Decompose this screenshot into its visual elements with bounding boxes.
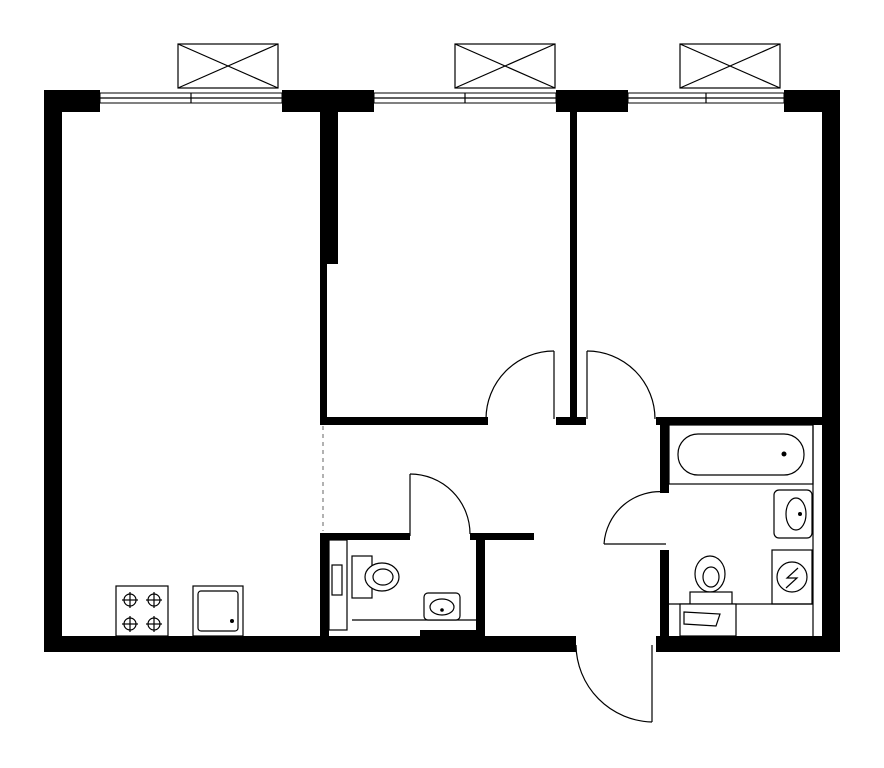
toilet-flush-panel <box>331 564 343 596</box>
burner-3 <box>122 616 138 632</box>
burner-4 <box>146 616 162 632</box>
washing-machine <box>771 549 813 605</box>
wall-toilet-bottom <box>420 630 484 638</box>
wall-living-bedroom1-upper <box>320 112 338 264</box>
air-conditioner-1 <box>177 43 279 89</box>
wall-bathroom-top <box>656 417 840 425</box>
wall-left <box>44 90 62 652</box>
wall-bottom-a <box>44 636 576 652</box>
wall-bedrooms <box>570 112 577 424</box>
stove <box>115 585 169 637</box>
toilet <box>689 555 733 605</box>
wall-top-c <box>556 90 628 112</box>
wall-toilet-top-right <box>470 533 534 540</box>
door-bathroom <box>603 491 667 545</box>
toilet-tank-bath <box>689 591 733 605</box>
air-conditioner-3 <box>679 43 781 89</box>
toilet-room-fixtures <box>328 539 476 631</box>
window-1 <box>99 92 283 104</box>
toilet-bowl-small <box>364 562 400 592</box>
wall-living-bedroom1-lower <box>320 264 327 424</box>
burner-1 <box>122 592 138 608</box>
door-entrance <box>575 644 653 723</box>
wall-bedroom1-jamb <box>556 417 576 425</box>
kitchen-sink <box>192 585 244 637</box>
interior-walls <box>320 112 840 652</box>
bathtub <box>668 424 814 485</box>
wall-bathroom-left-upper <box>660 417 669 493</box>
wall-right <box>822 90 840 652</box>
door-bedroom-2 <box>586 350 656 420</box>
wall-toilet-top-left <box>320 533 410 540</box>
exterior-walls <box>44 90 840 652</box>
window-2 <box>373 92 557 104</box>
wall-bedroom2-bottom-jamb <box>576 417 586 425</box>
installation-box <box>679 603 737 637</box>
window-3 <box>627 92 785 104</box>
door-toilet <box>409 473 471 536</box>
wall-toilet-left <box>320 533 329 652</box>
wall-bedroom1-bottom <box>320 417 488 425</box>
wall-top-b <box>282 90 374 112</box>
washbasin <box>773 489 813 539</box>
door-bedroom-1 <box>485 350 555 420</box>
wall-top-a <box>44 90 100 112</box>
wall-toilet-right <box>476 533 485 652</box>
wall-bathroom-left-lower <box>660 550 669 652</box>
air-conditioner-2 <box>454 43 556 89</box>
washbasin-small <box>423 592 461 621</box>
wall-bottom-b <box>656 636 840 652</box>
burner-2 <box>146 592 162 608</box>
wall-top-d <box>784 90 840 112</box>
